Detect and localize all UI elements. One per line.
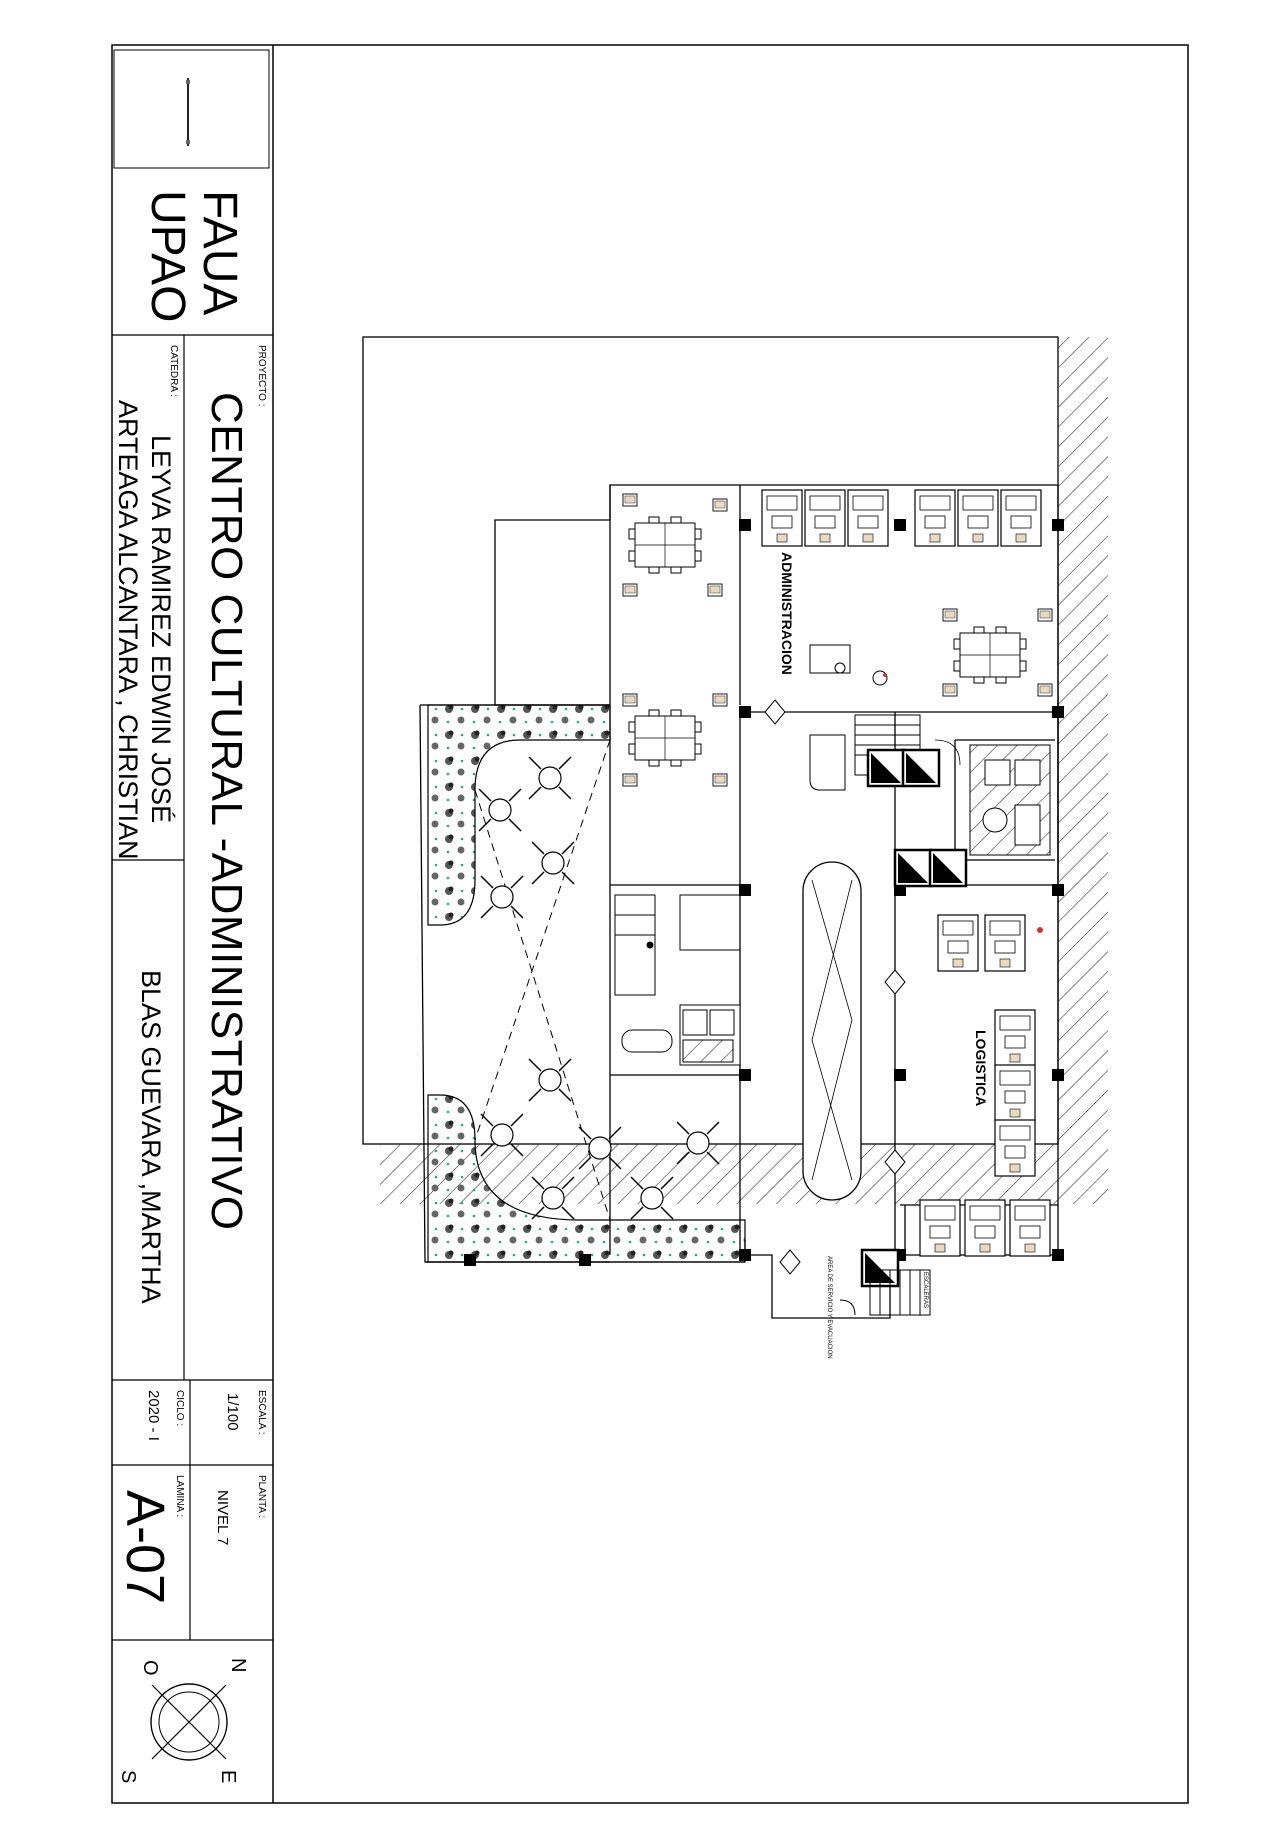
institution-line-2: UPAO: [141, 190, 194, 323]
toilets: [679, 744, 1051, 1066]
planter-bottom: [427, 1094, 746, 1263]
sheet-number: A-07: [115, 1490, 175, 1605]
elevator-2: [901, 748, 941, 788]
chair-label: CATEDRA :: [168, 345, 179, 398]
room-label-logistics: LOGISTICA: [973, 1030, 989, 1107]
student-name: BLAS GUEVARA ,MARTHA: [136, 970, 166, 1304]
project-title: CENTRO CULTURAL -ADMINISTRATIVO: [202, 392, 251, 1231]
admin-furniture: [622, 489, 1053, 787]
scale-label: ESCALA :: [256, 1390, 267, 1435]
hatch-bottom: [380, 1144, 1108, 1204]
floor-label: PLANTA :: [256, 1475, 267, 1519]
project-label: PROYECTO :: [256, 345, 267, 407]
room-label-admin: ADMINISTRACION: [779, 552, 795, 675]
planter-top: [427, 704, 611, 926]
service-stairs: [839, 1269, 931, 1316]
diamond-doors: [764, 699, 906, 1275]
professor-name-1: LEYVA RAMIREZ EDWIN JOSÉ: [146, 435, 176, 824]
scale-value: 1/100: [224, 1393, 241, 1431]
compass-west: O: [139, 1660, 161, 1676]
room-label-service: AREA DE SERVICIO Y EVACUACION: [826, 1256, 832, 1359]
cycle-label: CICLO :: [174, 1390, 185, 1427]
compass-south: S: [117, 1770, 139, 1784]
cycle-value: 2020 - I: [145, 1390, 162, 1441]
room-label-stairs: ESCALERAS: [922, 1272, 928, 1309]
compass-north: N: [227, 1658, 249, 1673]
floor-value: NIVEL 7: [214, 1490, 231, 1546]
elevator-3: [893, 848, 933, 888]
professor-name-2: ARTEAGA ALCANTARA , CHRISTIAN: [113, 400, 143, 860]
elevator-4: [928, 848, 968, 888]
hatch-right: [1058, 337, 1108, 1144]
elevator-1: [866, 748, 906, 788]
compass-east: E: [217, 1770, 239, 1784]
logo-box: [113, 49, 270, 169]
sheet-label: LAMINA :: [174, 1475, 185, 1518]
institution-line-1: FAUA: [193, 190, 246, 316]
atrium-dashes: [811, 879, 853, 1181]
compass-icon: [150, 1683, 228, 1761]
terrace-dashes: [474, 739, 611, 1221]
atrium-void: [802, 861, 862, 1201]
outer-border: [111, 44, 1189, 1804]
kitchen: [614, 894, 741, 1053]
logistics-furniture: [919, 914, 1051, 1257]
logo-mark: [186, 78, 190, 146]
